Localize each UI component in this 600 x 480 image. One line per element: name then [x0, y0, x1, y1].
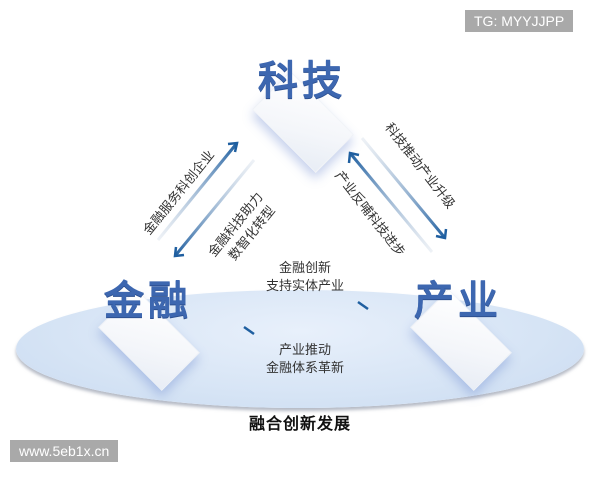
- label-industry-to-finance: 产业推动 金融体系革新: [250, 342, 360, 378]
- arrow-finance-to-industry: [242, 300, 369, 311]
- arrow-tech-to-industry: [360, 137, 448, 240]
- arrow-industry-to-finance: [243, 325, 372, 336]
- label-finance-to-industry: 金融创新 支持实体产业: [250, 260, 360, 296]
- node-tech: 科技: [258, 58, 346, 104]
- arrow-industry-to-tech: [347, 151, 434, 253]
- diagram-caption: 融合创新发展: [248, 414, 351, 433]
- label-industry-to-finance-line1: 产业推动: [278, 343, 331, 358]
- watermark-bottom-left: www.5eb1x.cn: [10, 440, 119, 462]
- node-finance: 金融: [104, 278, 192, 324]
- label-finance-to-industry-line1: 金融创新: [278, 261, 331, 276]
- arrow-finance-to-tech: [156, 141, 239, 241]
- watermark-top-right: TG: MYYJJPP: [465, 10, 574, 32]
- arrow-tech-to-finance: [173, 159, 256, 258]
- label-industry-to-finance-line2: 金融体系革新: [265, 361, 344, 376]
- node-industry: 产业: [414, 278, 502, 324]
- label-finance-to-industry-line2: 支持实体产业: [265, 279, 344, 294]
